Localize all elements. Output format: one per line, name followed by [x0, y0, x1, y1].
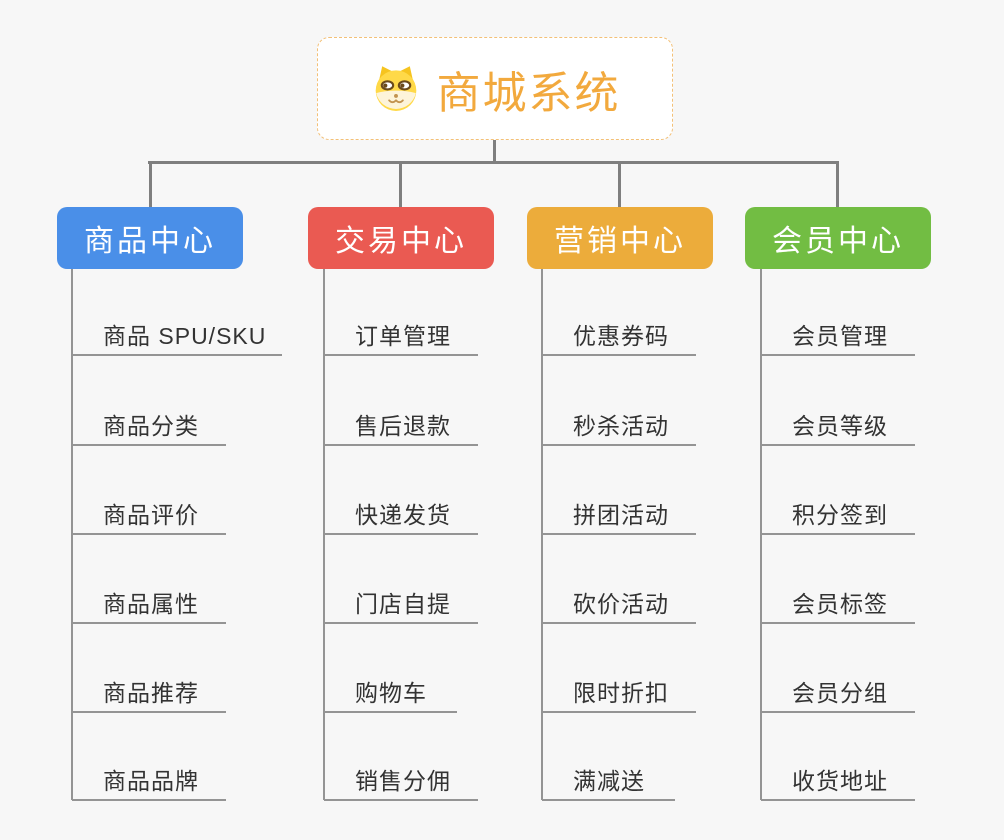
- branch-item[interactable]: 售后退款: [324, 406, 478, 446]
- branch-item[interactable]: 快递发货: [324, 495, 478, 535]
- branch-drop-line: [399, 161, 402, 208]
- root-label: 商城系统: [436, 68, 621, 118]
- branch-item[interactable]: 砍价活动: [542, 584, 696, 624]
- branch-item[interactable]: 门店自提: [324, 584, 478, 624]
- branch-item[interactable]: 会员标签: [761, 584, 915, 624]
- branch-header-product-center[interactable]: 商品中心: [57, 207, 243, 269]
- branch-item[interactable]: 限时折扣: [542, 673, 696, 713]
- branch-item[interactable]: 拼团活动: [542, 495, 696, 535]
- branch-item[interactable]: 商品 SPU/SKU: [72, 316, 282, 356]
- root-stem-line: [493, 139, 496, 163]
- root-node[interactable]: 商城系统: [317, 37, 673, 140]
- branch-item[interactable]: 会员管理: [761, 316, 915, 356]
- branch-drop-line: [149, 161, 152, 208]
- branch-item[interactable]: 销售分佣: [324, 761, 478, 801]
- branch-item[interactable]: 购物车: [324, 673, 457, 713]
- branch-item[interactable]: 收货地址: [761, 761, 915, 801]
- branch-item[interactable]: 商品分类: [72, 406, 226, 446]
- branch-item[interactable]: 商品评价: [72, 495, 226, 535]
- branch-header-member-center[interactable]: 会员中心: [745, 207, 931, 269]
- branch-item[interactable]: 会员分组: [761, 673, 915, 713]
- branch-item[interactable]: 商品品牌: [72, 761, 226, 801]
- branch-item[interactable]: 订单管理: [324, 316, 478, 356]
- branch-header-marketing-center[interactable]: 营销中心: [527, 207, 713, 269]
- branch-item[interactable]: 商品推荐: [72, 673, 226, 713]
- branch-drop-line: [836, 161, 839, 208]
- branch-item[interactable]: 商品属性: [72, 584, 226, 624]
- branch-horizontal-line: [148, 161, 839, 164]
- branch-item[interactable]: 满减送: [542, 761, 675, 801]
- branch-item[interactable]: 秒杀活动: [542, 406, 696, 446]
- branch-item[interactable]: 优惠券码: [542, 316, 696, 356]
- shiba-dog-icon: [370, 63, 422, 115]
- branch-drop-line: [618, 161, 621, 208]
- branch-header-trade-center[interactable]: 交易中心: [308, 207, 494, 269]
- branch-item[interactable]: 会员等级: [761, 406, 915, 446]
- branch-item[interactable]: 积分签到: [761, 495, 915, 535]
